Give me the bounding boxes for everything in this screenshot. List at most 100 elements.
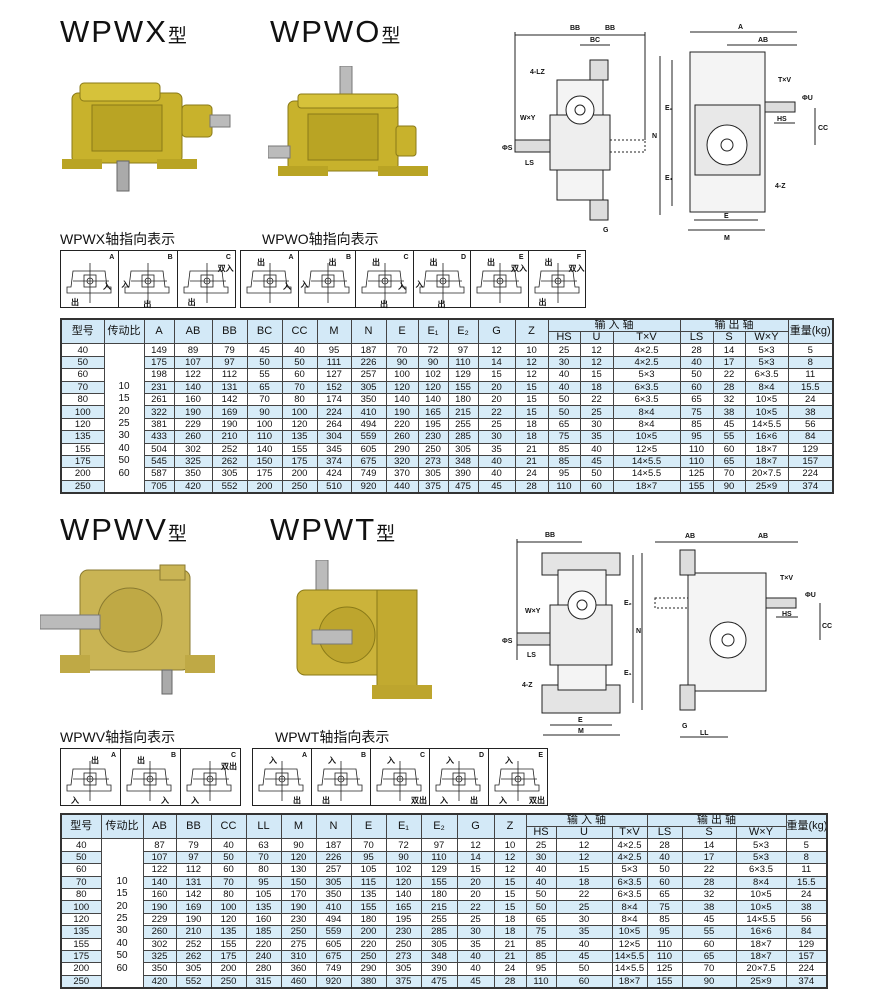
model-cell: 60 (60, 863, 102, 877)
value-cell: 129 (420, 863, 458, 877)
value-cell: 21 (493, 937, 527, 951)
shaft-direction-label: 入 (121, 280, 130, 289)
value-cell: 90 (712, 479, 746, 494)
model-cell: 120 (60, 417, 105, 432)
value-cell: 304 (316, 430, 352, 444)
shaft-direction-label: 出 (322, 796, 330, 805)
value-cell: 587 (143, 467, 175, 481)
header-output-shaft: 输 出 轴 (679, 318, 789, 332)
value-cell: 70 (385, 343, 419, 357)
value-cell: 410 (315, 900, 352, 914)
value-cell: 170 (280, 887, 317, 902)
value-cell: 28 (493, 974, 527, 989)
value-cell: 21 (514, 454, 549, 469)
value-cell: 140 (385, 392, 419, 407)
value-cell: 65 (525, 912, 557, 927)
value-cell: 260 (173, 430, 213, 444)
value-cell: 475 (447, 479, 479, 494)
ratio-value: 40 (118, 442, 130, 454)
box-letter: C (225, 254, 231, 261)
box-letter: E (518, 254, 524, 261)
value-cell: 155 (350, 900, 387, 914)
value-cell: 215 (447, 405, 479, 419)
value-cell: 10 (514, 343, 549, 357)
gearbox-outline-icon (66, 263, 112, 303)
value-cell: 30 (555, 912, 613, 927)
header-input-col: HS (525, 825, 557, 840)
shaft-direction-label: 入 (387, 756, 395, 765)
shaft-direction-label: 入 (446, 756, 454, 765)
value-cell: 255 (420, 912, 458, 927)
value-cell: 24 (493, 962, 527, 976)
dim-label: ΦU (802, 95, 813, 102)
value-cell: 14×5.5 (744, 417, 789, 432)
header-dim: E (350, 813, 387, 840)
value-cell: 107 (173, 355, 213, 370)
value-cell: 273 (385, 949, 422, 964)
value-cell: 18 (493, 912, 527, 927)
value-cell: 273 (417, 454, 449, 469)
value-cell: 250 (281, 479, 318, 494)
value-cell: 22 (712, 368, 746, 382)
header-output-col: LS (679, 330, 714, 345)
ratio-value: 50 (118, 455, 130, 467)
dim-label: BB (570, 25, 580, 32)
value-cell: 45 (712, 417, 746, 432)
value-cell: 110 (447, 355, 479, 370)
value-cell: 160 (142, 887, 177, 902)
value-cell: 35 (456, 937, 495, 951)
value-cell: 40 (547, 368, 581, 382)
value-cell: 40 (646, 850, 683, 865)
shaft-direction-label: 出 (293, 796, 301, 805)
shaft-direction-label: 出 (429, 258, 438, 267)
value-cell: 97 (420, 838, 458, 852)
model-cell: 60 (60, 368, 105, 382)
value-cell: 5 (787, 343, 834, 357)
value-cell: 559 (350, 430, 387, 444)
value-cell: 22 (477, 405, 516, 419)
header-dim: N (315, 813, 352, 840)
header-dim: G (456, 813, 495, 840)
value-cell: 350 (142, 962, 177, 976)
shaft-direction-label: 入 (191, 796, 199, 805)
gearbox-outline-icon (183, 263, 229, 303)
wpwv-dimension-drawing: BB W×Y ΦS LS 4-Z E M E₂ E₁ N AB AB T×V Φ… (502, 532, 832, 738)
value-cell: 348 (420, 949, 458, 964)
dim-label: LS (527, 652, 536, 659)
value-cell: 8×4 (612, 417, 681, 432)
value-cell: 15 (514, 392, 549, 407)
dim-label: BB (605, 25, 615, 32)
title-wpwo: WPWO型 (270, 14, 400, 50)
value-cell: 230 (280, 912, 317, 927)
value-cell: 175 (246, 467, 283, 481)
value-cell: 122 (173, 368, 213, 382)
value-cell: 5×3 (612, 368, 681, 382)
wpwo-product-image (268, 66, 428, 176)
value-cell: 35 (579, 430, 614, 444)
value-cell: 350 (315, 887, 352, 902)
value-cell: 63 (245, 838, 282, 852)
value-cell: 15 (514, 405, 549, 419)
value-cell: 110 (547, 479, 581, 494)
value-cell: 180 (350, 912, 387, 927)
value-cell: 200 (350, 925, 387, 939)
value-cell: 125 (646, 962, 683, 976)
box-letter: C (230, 752, 236, 759)
value-cell: 15 (477, 368, 516, 382)
value-cell: 5×3 (744, 343, 789, 357)
shaft-direction-label: 入 (71, 796, 79, 805)
value-cell: 12 (477, 343, 516, 357)
value-cell: 140 (385, 887, 422, 902)
model-cell: 200 (60, 467, 105, 481)
header-output-col: S (681, 825, 737, 840)
value-cell: 90 (417, 355, 449, 370)
shaft-direction-label: 出 (71, 298, 79, 307)
dim-label: N (636, 628, 641, 635)
value-cell: 56 (785, 912, 828, 927)
dim-label: 4-Z (775, 183, 786, 190)
value-cell: 122 (142, 863, 177, 877)
